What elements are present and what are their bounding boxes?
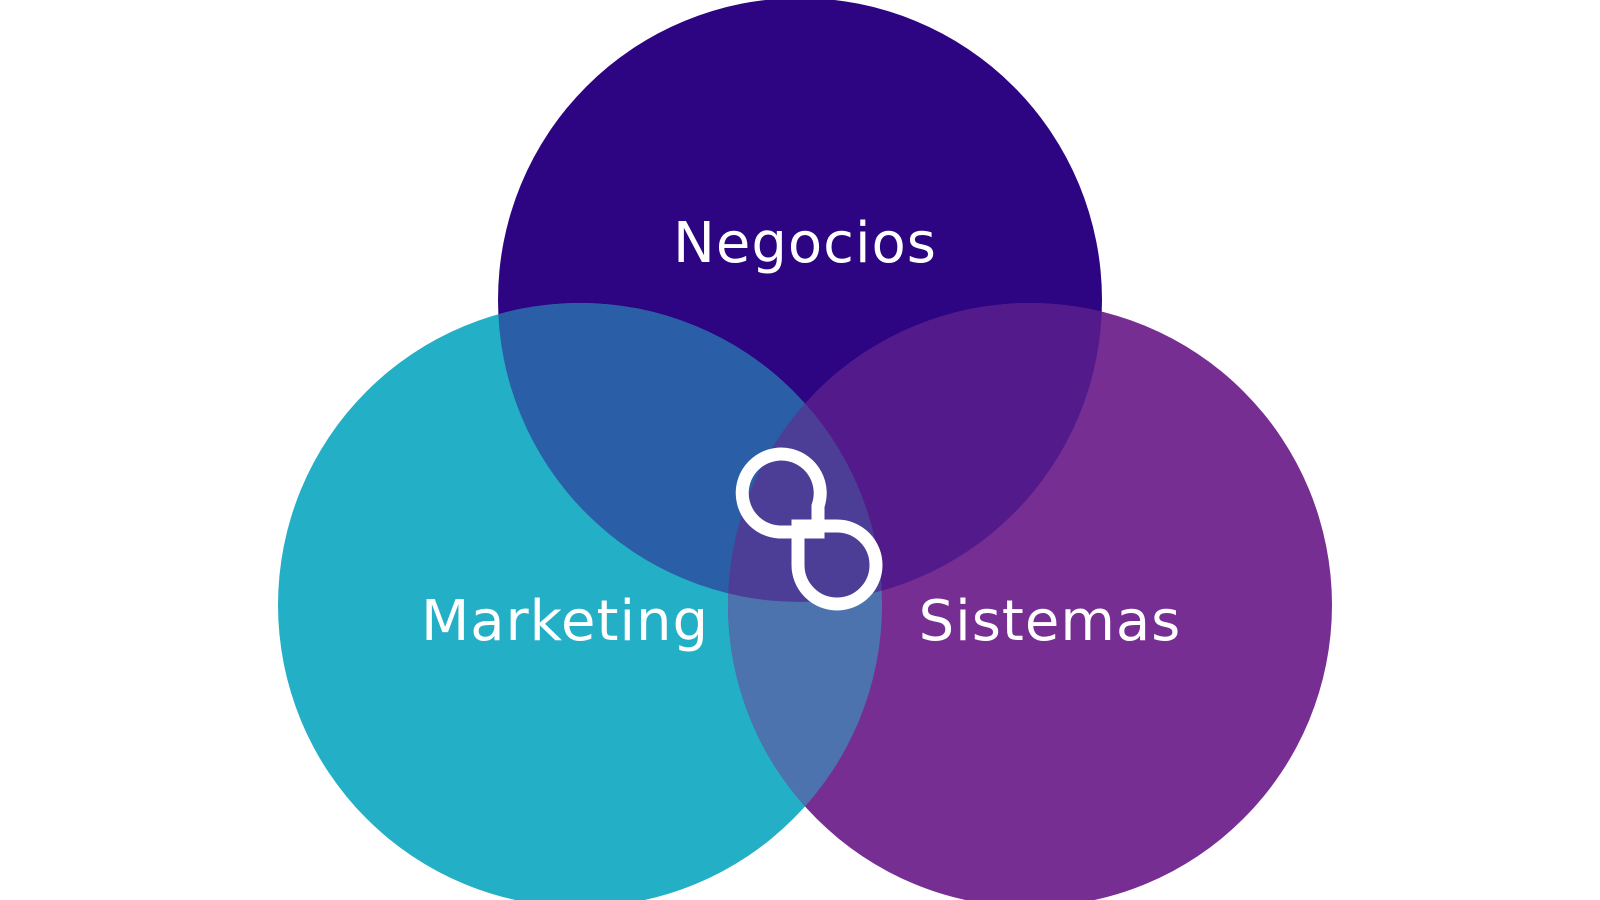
label-negocios: Negocios	[673, 211, 937, 276]
overlap-negocios-sistemas	[728, 303, 1102, 602]
label-marketing: Marketing	[421, 589, 709, 654]
overlap-negocios-marketing	[498, 303, 882, 602]
label-sistemas: Sistemas	[919, 589, 1182, 654]
linked-rings-logo-icon	[735, 447, 883, 611]
